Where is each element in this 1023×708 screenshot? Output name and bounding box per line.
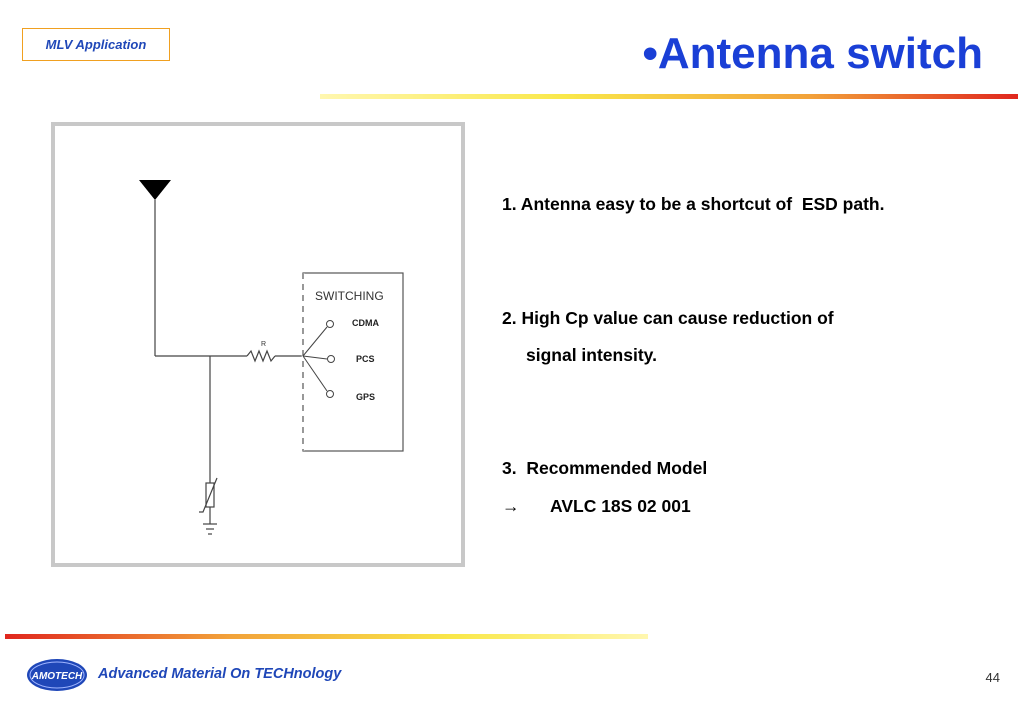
bullet-item-2-continued: signal intensity. xyxy=(526,345,657,365)
switch-arm-cdma xyxy=(302,326,328,357)
switch-contact-cdma xyxy=(326,320,334,328)
circuit-schematic: R SWITCHING CDMA PCS GPS xyxy=(139,180,404,535)
resistor-label: R xyxy=(261,341,266,348)
logo-text: AMOTECH xyxy=(31,671,83,682)
port-label-gps: GPS xyxy=(356,392,375,402)
section-tag: MLV Application xyxy=(22,28,170,61)
bullet-item-1: 1. Antenna easy to be a shortcut of ESD … xyxy=(502,194,885,214)
varistor-slash xyxy=(199,477,218,513)
switch-arm-pcs xyxy=(302,355,328,360)
switching-label: SWITCHING xyxy=(315,289,384,303)
switch-contact-gps xyxy=(326,390,334,398)
bullet-item-2: 2. High Cp value can cause reduction of xyxy=(502,308,834,328)
antenna-icon xyxy=(139,180,171,200)
bullet-item-3: 3. Recommended Model xyxy=(502,458,708,478)
amotech-logo: AMOTECH xyxy=(27,659,87,691)
slide-title: •Antenna switch xyxy=(642,29,983,78)
footer-tagline: Advanced Material On TECHnology xyxy=(98,666,342,682)
port-label-pcs: PCS xyxy=(356,354,375,364)
bottom-gradient-rule xyxy=(5,634,648,639)
switch-contact-pcs xyxy=(327,355,335,363)
top-gradient-rule xyxy=(320,94,1018,99)
port-label-cdma: CDMA xyxy=(352,318,379,328)
circuit-diagram: R SWITCHING CDMA PCS GPS xyxy=(51,122,465,567)
switch-arm-gps xyxy=(302,355,328,392)
arrow-right-icon: → xyxy=(502,496,520,516)
bullet-item-model: → AVLC 18S 02 001 xyxy=(502,496,691,516)
model-number: AVLC 18S 02 001 xyxy=(550,496,691,516)
resistor-icon xyxy=(246,349,276,363)
page-number: 44 xyxy=(985,670,1000,685)
section-tag-label: MLV Application xyxy=(45,37,147,52)
